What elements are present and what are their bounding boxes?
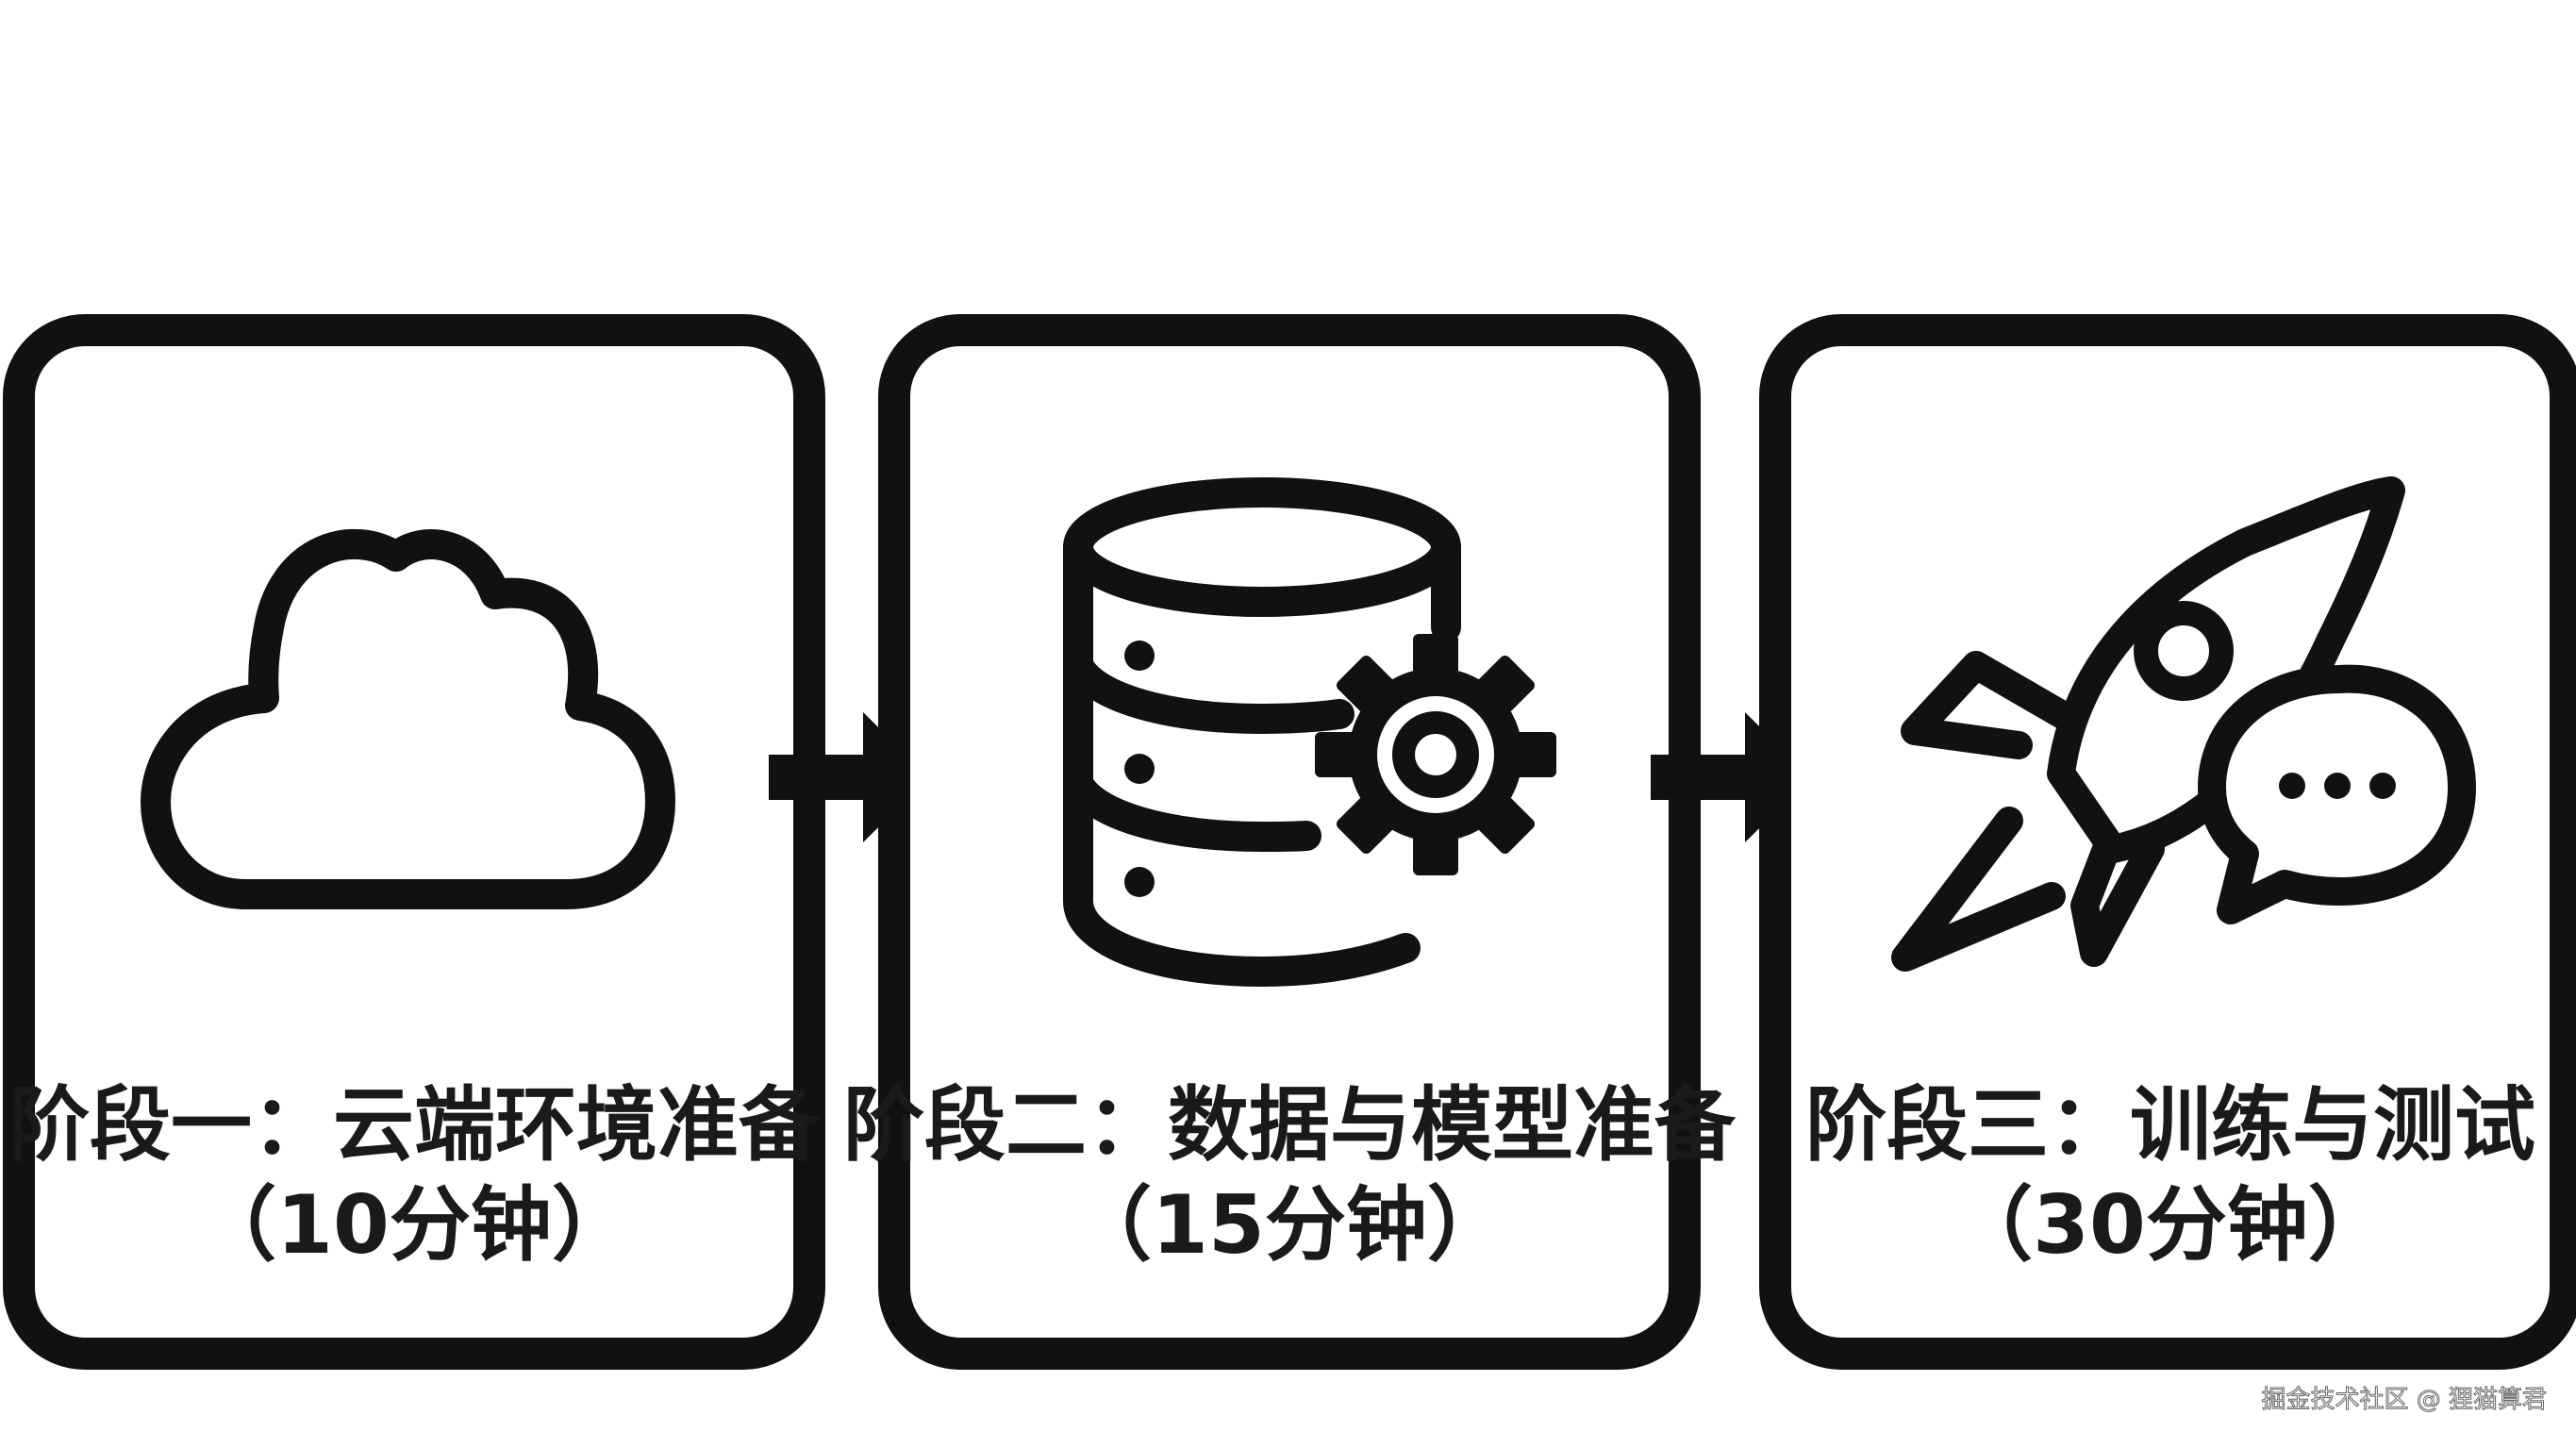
watermark-text: 掘金技术社区 @ 狸猫算君 xyxy=(2261,1386,2547,1414)
stage-card-1: 阶段一：云端环境准备 （10分钟） xyxy=(3,314,825,1370)
database-dots xyxy=(1124,641,1155,897)
stage-duration-3: （30分钟） xyxy=(1952,1178,2389,1273)
chat-bubble-icon xyxy=(2198,664,2476,924)
cloud-icon xyxy=(141,528,675,909)
stage-card-3: 阶段三：训练与测试 （30分钟） xyxy=(1759,314,2576,1370)
rocket-window xyxy=(2134,601,2234,701)
stage-title-2: 阶段二：数据与模型准备 xyxy=(843,1078,1737,1173)
gear-icon xyxy=(1315,634,1556,875)
stage-card-2: 阶段二：数据与模型准备 （15分钟） xyxy=(843,314,1737,1370)
database-icon xyxy=(1063,477,1461,987)
stage-title-1: 阶段一：云端环境准备 xyxy=(8,1078,821,1173)
stage-duration-2: （15分钟） xyxy=(1071,1178,1508,1273)
stage-title-3: 阶段三：训练与测试 xyxy=(1805,1078,2535,1173)
stage-duration-1: （10分钟） xyxy=(195,1178,633,1273)
